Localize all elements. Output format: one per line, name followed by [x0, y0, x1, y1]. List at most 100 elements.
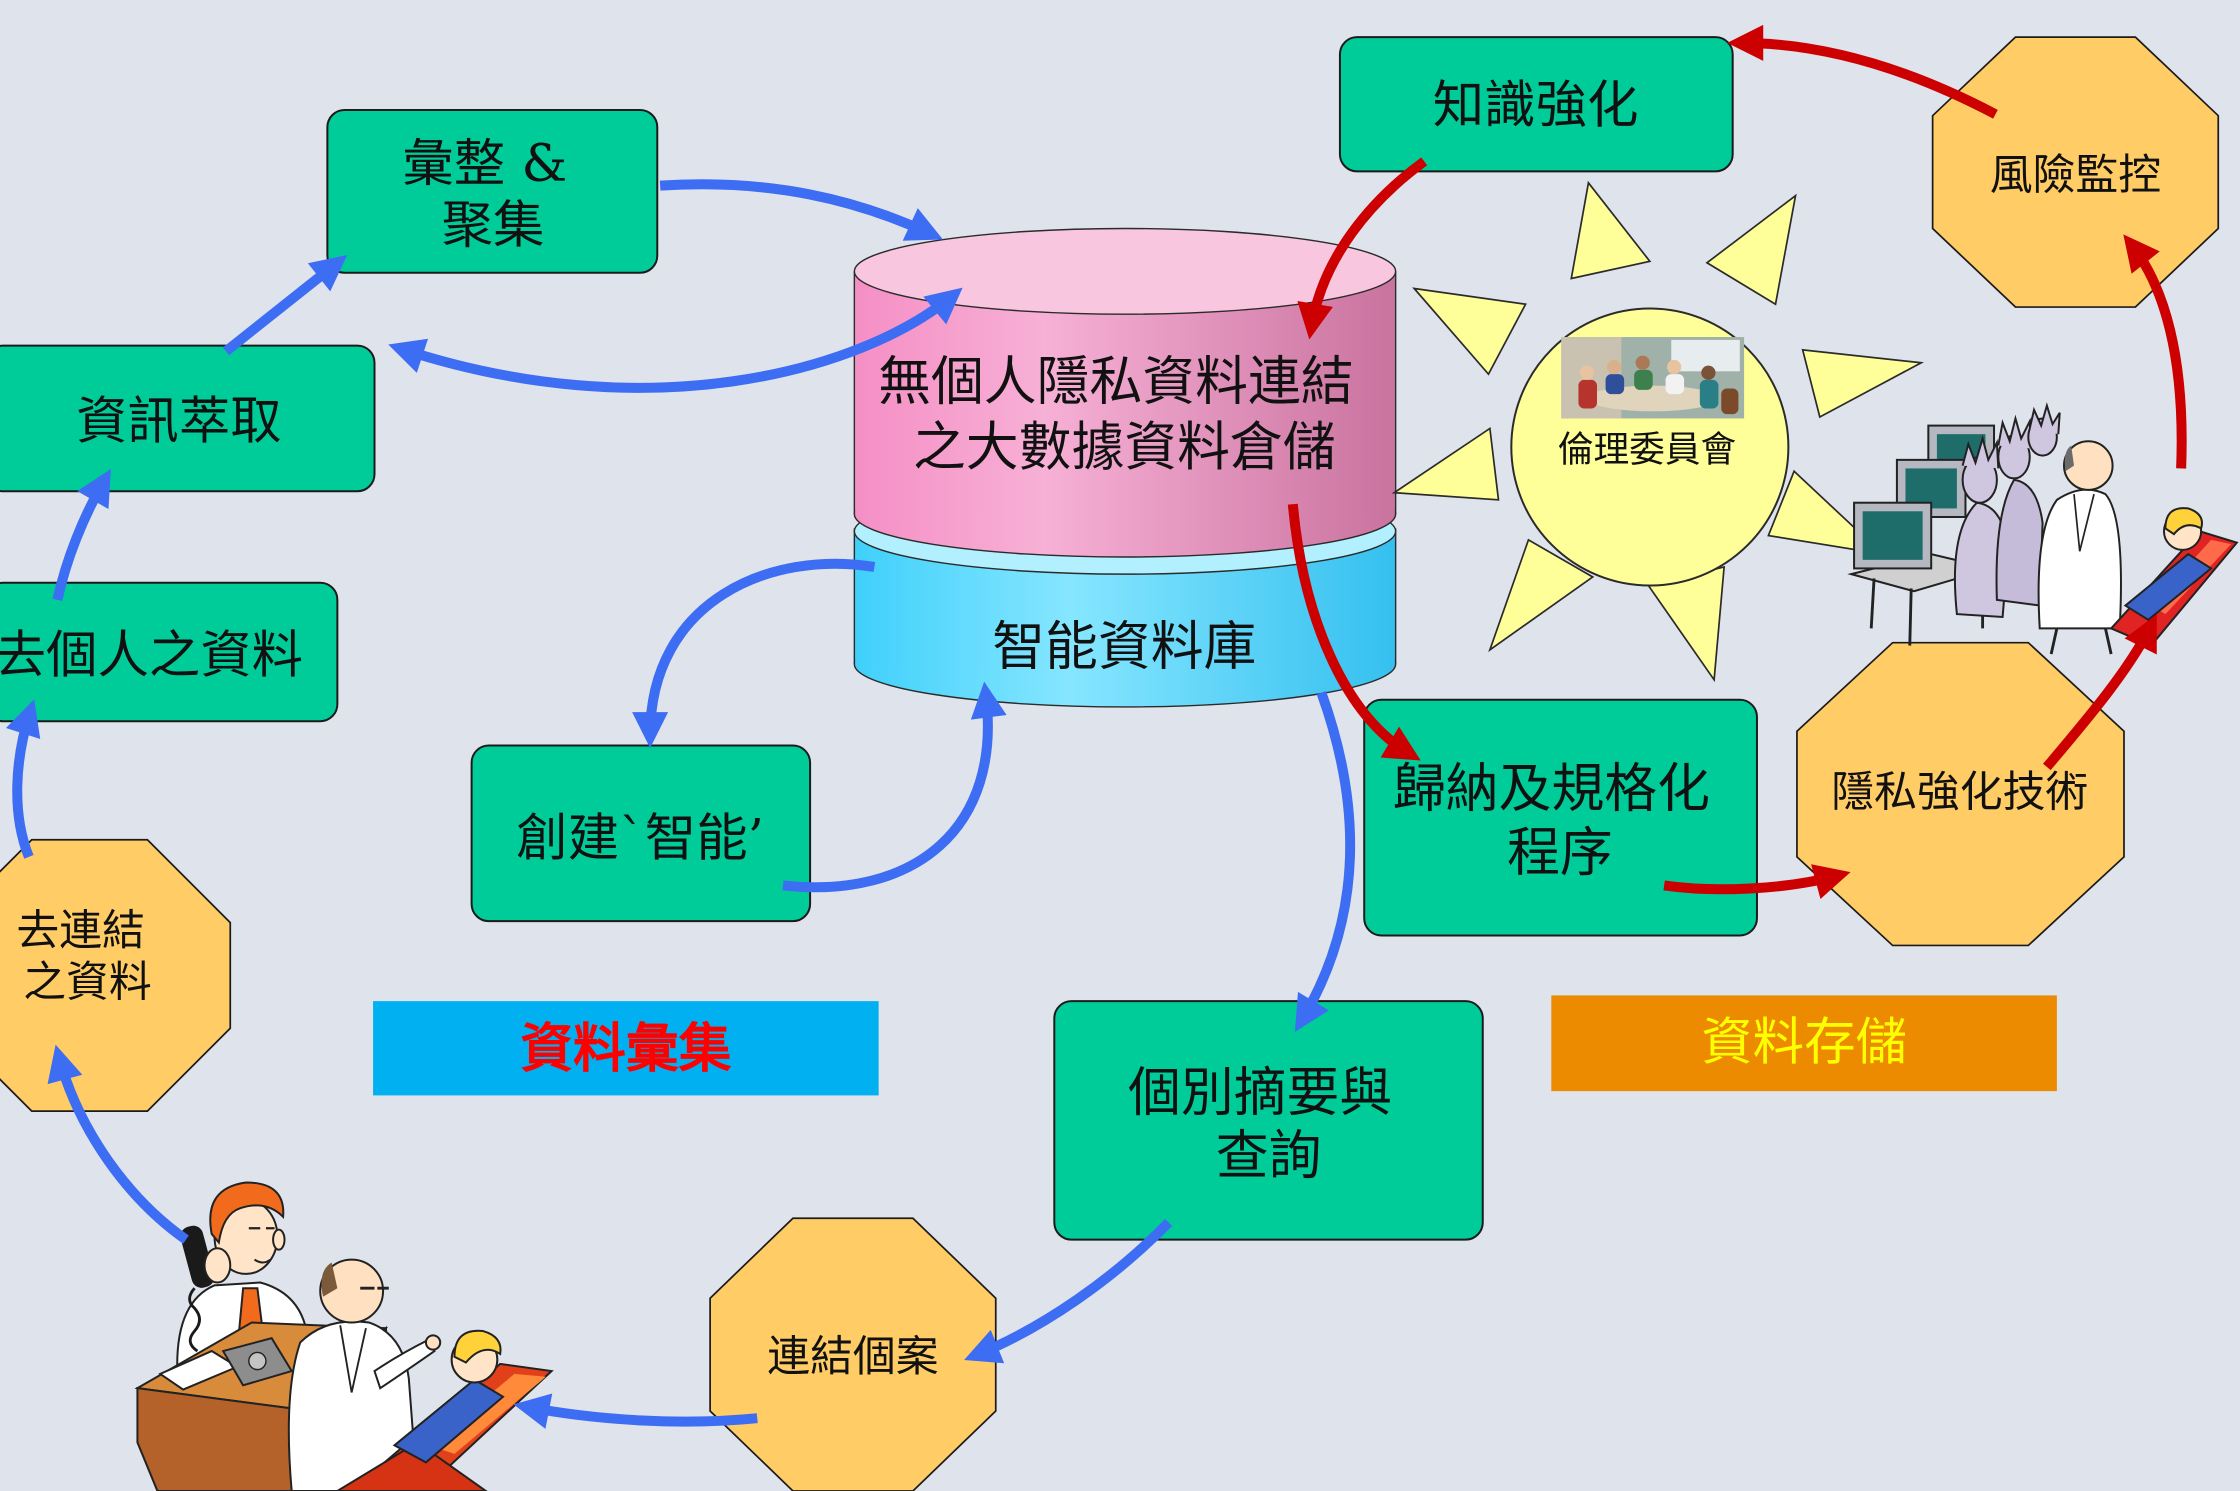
punk-figure-3-hair	[2028, 402, 2061, 435]
doctor-stool-leg-1	[2049, 628, 2059, 655]
patient-shirt	[392, 1378, 505, 1464]
doctor-coat	[2037, 488, 2122, 630]
sun-ray-top-left	[1570, 180, 1652, 280]
arrow-aggregate-to-warehouse	[659, 179, 943, 241]
deidentified-box	[0, 581, 339, 723]
linked-case-label: 連結個案	[767, 1332, 938, 1382]
phone-cord	[188, 1287, 201, 1353]
create-intelligence-label: 創建`智能’	[516, 808, 764, 868]
delinked-data-node: 去連結 之資料	[0, 838, 232, 1112]
desk-front	[136, 1387, 313, 1491]
doctor-bald-head	[319, 1258, 385, 1324]
privacy-enhancing-tech-label: 隱私強化技術	[1831, 768, 2088, 818]
aggregate-box	[326, 108, 659, 274]
normalization-node: 歸納及規格化 程序	[1363, 698, 1758, 937]
patient-chair-seat	[335, 1441, 488, 1491]
deidentified-label: 去個人之資料	[0, 626, 303, 686]
arrow-risk-to-knowledge	[1727, 24, 1998, 119]
linked-case-octagon	[709, 1217, 997, 1491]
sun-ray-left	[1412, 287, 1527, 376]
arrow-doctor-to-delinked	[47, 1044, 189, 1244]
telephone-dial	[248, 1351, 267, 1371]
extract-box	[0, 344, 376, 493]
dental-team-clipart	[1847, 402, 2239, 655]
arrow-create-intelligence-to-database	[782, 681, 1007, 893]
phone-man-hand	[203, 1247, 232, 1284]
arrow-extract-to-aggregate	[222, 254, 348, 356]
phone-man-ear	[272, 1228, 286, 1251]
risk-monitoring-node: 風險監控	[1931, 36, 2220, 308]
knowledge-enhancement-label: 知識強化	[1433, 76, 1639, 136]
extract-node: 資訊萃取	[0, 344, 376, 493]
arrow-normalization-to-privacy-tech	[1663, 864, 1851, 899]
privacy-enhancing-tech-octagon	[1796, 641, 2125, 947]
extract-label: 資訊萃取	[76, 391, 282, 451]
arrow-privacy-tech-to-dental-team	[2043, 614, 2157, 771]
patient-blond-hair	[453, 1329, 502, 1364]
sun-ray-left-lower	[1391, 426, 1500, 501]
knowledge-enhancement-box	[1338, 36, 1734, 173]
doctor-hand	[424, 1334, 442, 1351]
punk-figure-2-hair	[1997, 414, 2033, 449]
doctor-lapel	[2073, 493, 2095, 552]
punk-figure-2-body	[1995, 478, 2044, 607]
photo-person-2	[1605, 374, 1625, 395]
photo-head-2	[1607, 359, 1622, 375]
warehouse-line-2: 之大數據資料倉儲	[913, 417, 1336, 478]
normalization-box	[1363, 698, 1758, 937]
summary-query-line-2: 查詢	[1216, 1125, 1322, 1186]
doctor-stool-leg-2	[2104, 628, 2113, 655]
ethics-committee-sun: 倫理委員會	[1391, 180, 1925, 683]
patient-in-chair	[335, 1329, 554, 1491]
photo-person-4	[1665, 374, 1685, 395]
photo-head-1	[1579, 365, 1595, 380]
arrow-database-to-summary	[1294, 690, 1356, 1032]
ethics-committee-meeting-photo	[1561, 337, 1745, 419]
sun-ray-bottom-left	[1488, 538, 1595, 653]
arrow-delinked-to-deidentified	[5, 699, 41, 859]
deidentified-node: 去個人之資料	[0, 581, 339, 723]
arrow-warehouse-to-normalization	[1287, 503, 1421, 761]
summary-query-label: 個別摘要與 查詢	[1128, 1062, 1409, 1186]
warehouse-line-1: 無個人隱私資料連結	[878, 351, 1353, 412]
summary-query-node: 個別摘要與 查詢	[1053, 1000, 1484, 1241]
arrow-knowledge-to-warehouse	[1297, 157, 1428, 340]
risk-monitoring-label: 風險監控	[1990, 151, 2161, 201]
aggregate-label: 彙整 & 聚集	[402, 134, 583, 255]
phone-man-mouth	[253, 1258, 271, 1264]
arrow-deidentified-to-extract	[52, 468, 111, 601]
monitor-front-screen	[1862, 511, 1923, 560]
summary-query-box	[1053, 1000, 1484, 1241]
doctor-hair	[2064, 445, 2075, 472]
photo-head-4	[1666, 359, 1682, 375]
delinked-data-octagon	[0, 838, 232, 1112]
photo-window	[1671, 339, 1740, 372]
data-collection-label: 資料彙集	[520, 1017, 731, 1079]
photo-person-1	[1578, 379, 1598, 409]
arrow-warehouse-extract-link	[388, 287, 963, 393]
warehouse-label: 無個人隱私資料連結 之大數據資料倉儲	[878, 351, 1370, 478]
arrow-summary-to-linked-case	[964, 1219, 1173, 1364]
sun-ray-top-right	[1705, 193, 1797, 306]
data-storage-label-bg	[1551, 995, 2057, 1092]
data-warehouse-cylinder: 無個人隱私資料連結 之大數據資料倉儲	[853, 227, 1397, 558]
punk-figure-1-hair	[1961, 434, 2000, 469]
aggregate-line-2: 聚集	[442, 196, 545, 256]
delinked-data-line-2: 之資料	[23, 958, 151, 1008]
doctor-head	[2063, 440, 2114, 491]
patient-hair	[2164, 507, 2203, 536]
doctor-office-clipart	[134, 1181, 554, 1491]
photo-person-5	[1699, 379, 1719, 409]
aggregate-line-1: 彙整 &	[402, 134, 567, 194]
privacy-enhancing-tech-node: 隱私強化技術	[1796, 641, 2125, 947]
arrow-linked-case-to-doctor	[513, 1393, 758, 1429]
desk-leg-1	[1869, 578, 1876, 629]
linked-case-node: 連結個案	[709, 1217, 997, 1491]
photo-person-3	[1634, 369, 1653, 390]
doctor-figure	[287, 1258, 442, 1491]
sun-ray-right	[1801, 348, 1925, 419]
aggregate-node: 彙整 & 聚集	[326, 108, 659, 274]
normalization-line-2: 程序	[1507, 822, 1613, 883]
doctor-hair-tuft	[321, 1262, 338, 1297]
